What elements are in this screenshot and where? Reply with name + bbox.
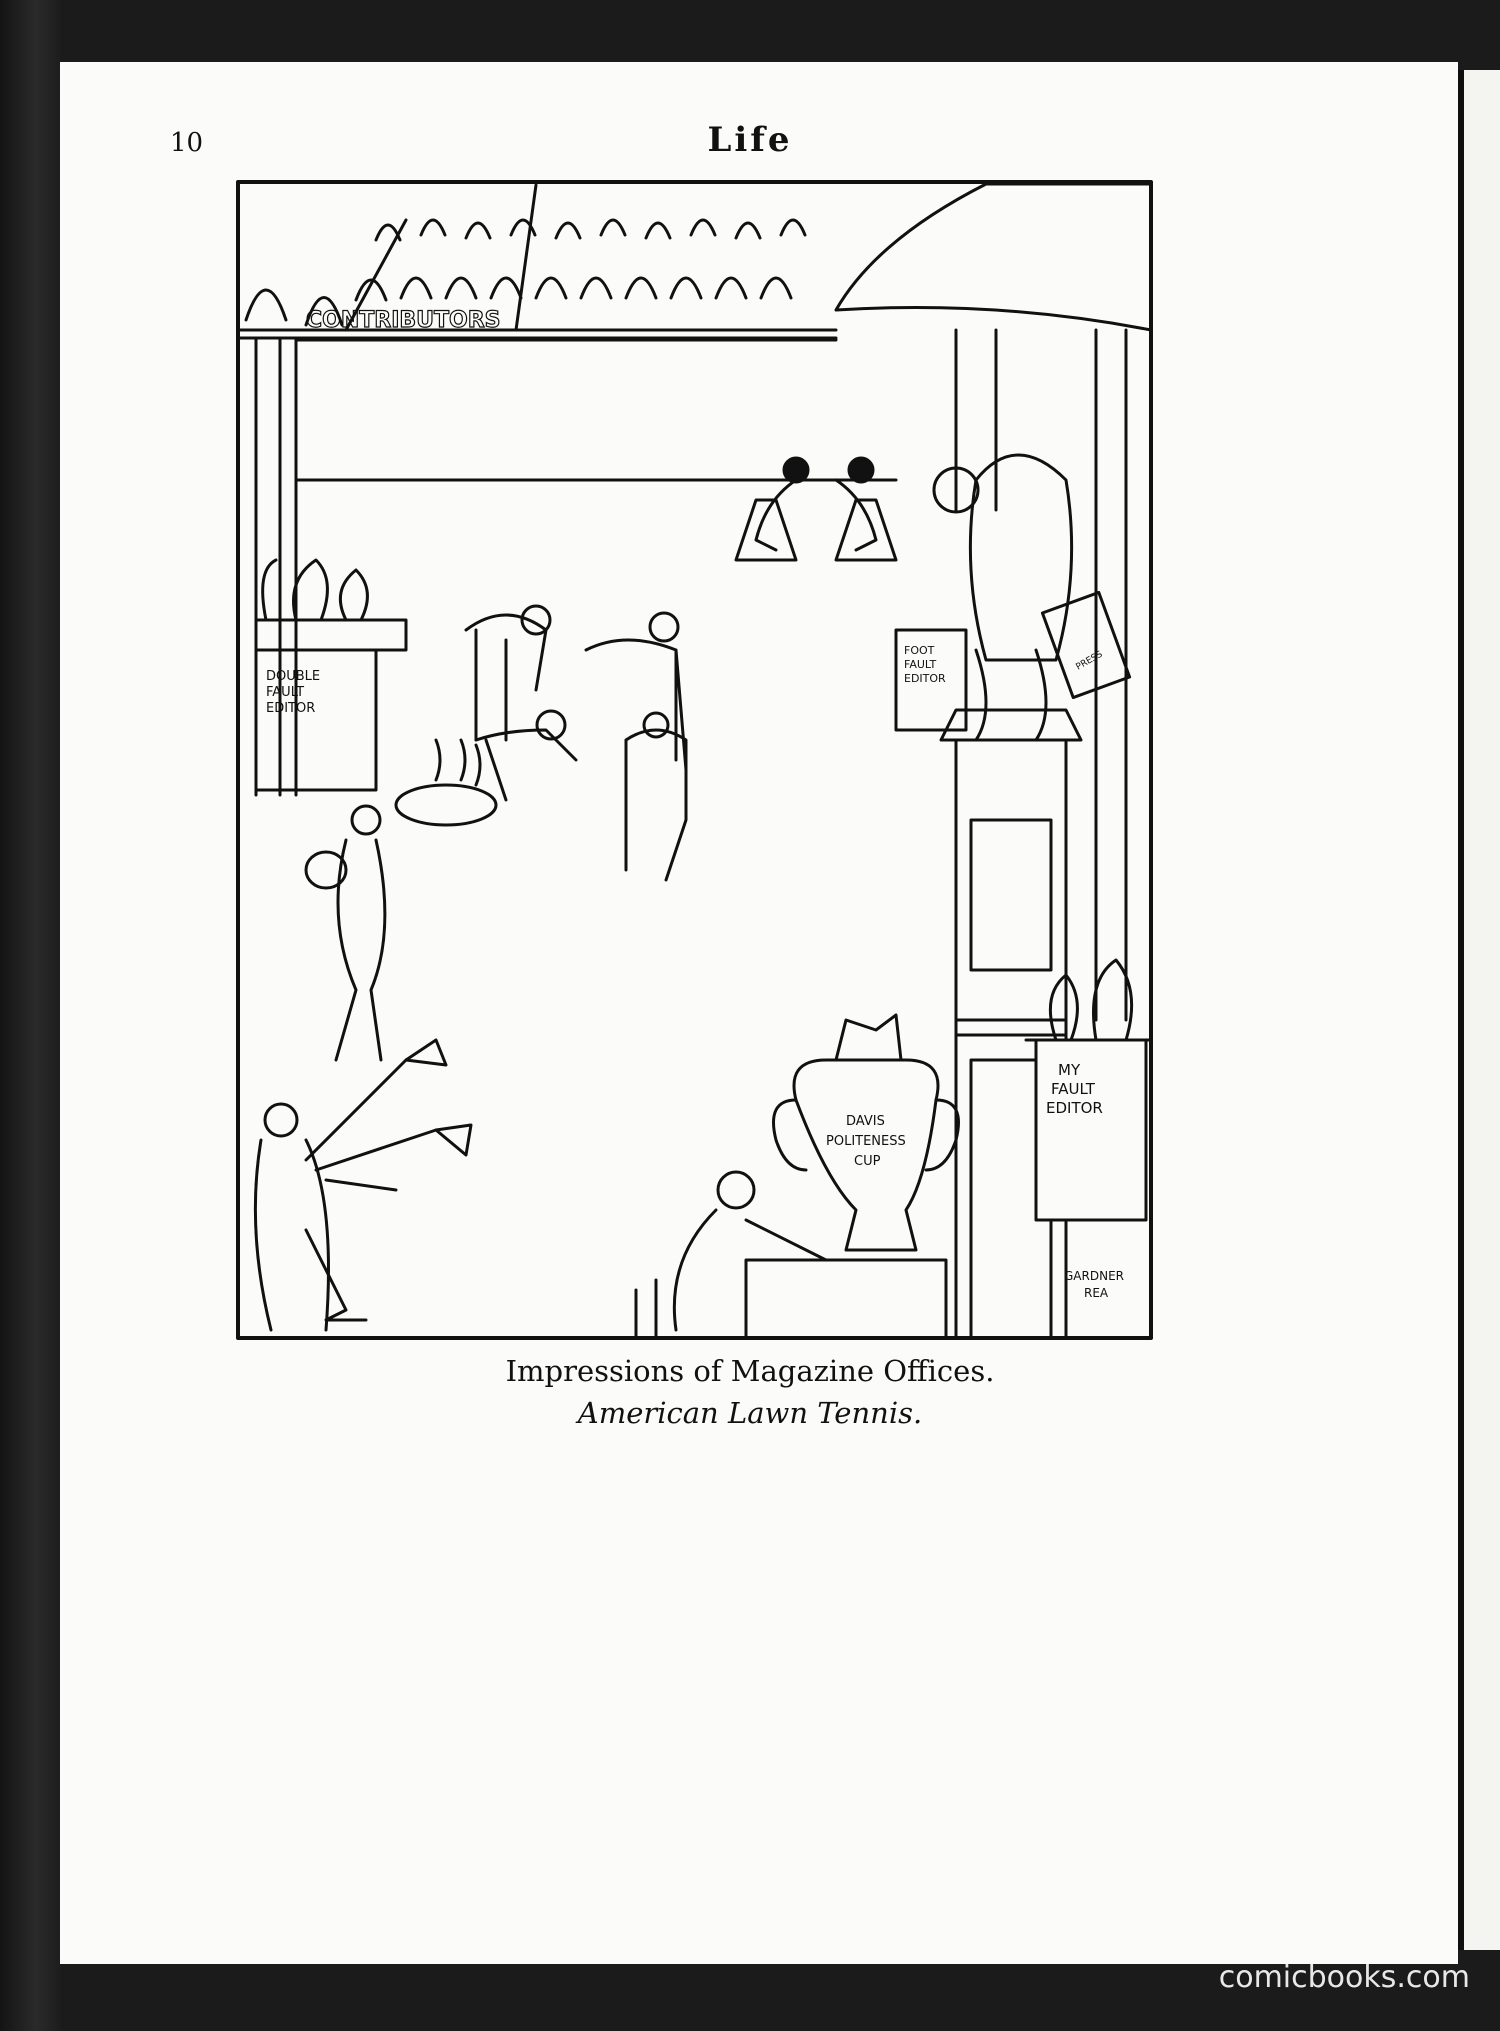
left-pillar xyxy=(236,336,298,797)
caption-subtitle: American Lawn Tennis. xyxy=(577,1396,923,1430)
seated-figure xyxy=(932,453,1132,742)
right-pillar xyxy=(939,328,1128,1340)
sweeper-figure xyxy=(253,1038,473,1332)
double-fault-sign-board xyxy=(254,648,378,792)
my-fault-label-3: EDITOR xyxy=(1046,1099,1103,1117)
illustration-frame xyxy=(236,180,1153,1340)
foot-fault-label-3: EDITOR xyxy=(904,672,946,685)
trophy-label-1: DAVIS xyxy=(846,1114,885,1129)
awning xyxy=(834,182,1153,332)
my-fault-label-2: FAULT xyxy=(1051,1080,1096,1098)
double-fault-label-3: EDITOR xyxy=(266,701,315,716)
bowing-players xyxy=(464,604,688,882)
davis-cup-trophy xyxy=(772,1013,960,1252)
magazine-page xyxy=(60,62,1458,1964)
trophy-label-3: CUP xyxy=(854,1154,881,1169)
waiter-figure xyxy=(304,738,498,1062)
press-bag-label: PRESS xyxy=(1075,649,1105,672)
masthead: Life xyxy=(707,120,793,160)
double-fault-label-1: DOUBLE xyxy=(266,669,320,684)
site-watermark: comicbooks.com xyxy=(1218,1960,1470,1995)
right-trophies xyxy=(1024,958,1153,1222)
signature-line-2: REA xyxy=(1084,1286,1109,1300)
page-number: 10 xyxy=(170,128,204,158)
left-trophies xyxy=(254,558,408,652)
cartoon-illustration: CONTRIBUTORS DOUBLE FAULT EDITOR FOOT FA… xyxy=(236,180,1153,1340)
caption-title: Impressions of Magazine Offices. xyxy=(505,1354,995,1388)
foot-fault-label-1: FOOT xyxy=(904,644,935,657)
my-fault-label-1: MY xyxy=(1058,1061,1081,1079)
foot-fault-label-2: FAULT xyxy=(904,658,937,671)
adjacent-page-edge xyxy=(1458,70,1500,1950)
crowd-stands xyxy=(236,183,838,340)
ball-boys xyxy=(734,456,898,562)
double-fault-label-2: FAULT xyxy=(266,685,304,700)
contributors-banner: CONTRIBUTORS xyxy=(306,308,501,333)
trophy-label-2: POLITENESS xyxy=(826,1134,906,1149)
foot-fault-sign-board xyxy=(894,628,968,732)
desk-figure xyxy=(634,1170,948,1340)
scan-edge xyxy=(0,0,60,2031)
signature-line-1: GARDNER xyxy=(1064,1269,1124,1283)
